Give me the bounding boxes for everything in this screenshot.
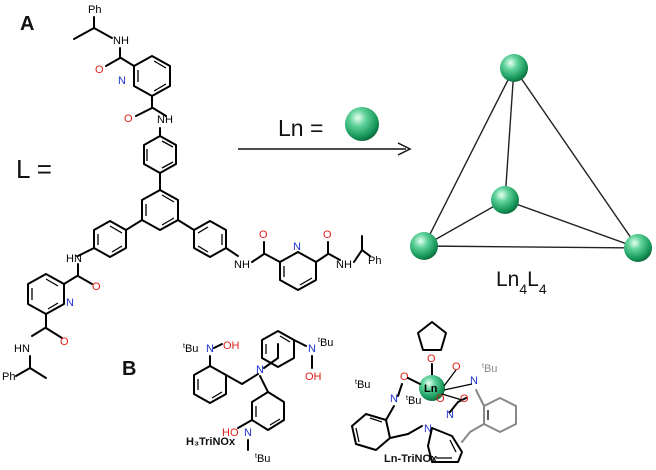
atom-o-left1: O — [92, 281, 101, 293]
c-n-center: N — [424, 423, 432, 435]
h3trinox-label: H₃TriNOx — [186, 436, 236, 448]
b-n-left: N — [206, 343, 214, 355]
c-ln-sphere — [419, 375, 445, 401]
c-n-left: N — [390, 393, 398, 405]
atom-ph-bottom: Ph — [2, 371, 15, 383]
atom-hn-bottom: HN — [14, 343, 30, 355]
reaction-arrow: Ln = — [238, 107, 412, 156]
atom-nh-right: NH — [234, 259, 250, 271]
b-tbu-bottom: tBu — [255, 453, 270, 465]
c-tbu-center: tBu — [406, 395, 421, 407]
c-o-thf: O — [427, 353, 436, 365]
atom-ph-right: Ph — [368, 255, 381, 267]
ln-trinox-label: Ln-TriNOx — [384, 453, 438, 465]
c-ln: Ln — [424, 383, 438, 395]
b-tbu-right: tBu — [318, 337, 333, 349]
sphere-left — [410, 232, 438, 260]
atom-o-left2: O — [60, 336, 69, 348]
b-n-center: N — [256, 364, 264, 376]
b-tbu-left: tBu — [183, 343, 198, 355]
lanthanide-sphere — [345, 107, 379, 141]
sphere-right — [624, 234, 652, 262]
atom-n-pyr-top: N — [118, 75, 126, 87]
atom-o-right1: O — [259, 229, 268, 241]
atom-hn-left: HN — [66, 253, 82, 265]
b-oh-right: OH — [305, 371, 322, 383]
b-ho-bottom: HO — [222, 427, 239, 439]
ln-label: Ln = — [278, 115, 323, 141]
product-label: Ln4L4 — [496, 268, 547, 297]
b-n-bottom: N — [244, 427, 252, 439]
h3trinox-structure: tBu N OH N N tBu OH HO N tBu — [183, 330, 333, 465]
ln-trinox-structure: O Ln O tBu N N tBu O N O O N tBu — [351, 321, 517, 463]
atom-nh-top: NH — [113, 35, 129, 47]
ligand-structure: Ph NH O N O NH HN O N O HN Ph — [2, 4, 381, 383]
c-o-center: O — [436, 393, 445, 405]
tetrahedron: Ln4L4 — [410, 54, 652, 297]
atom-o-top1: O — [95, 64, 104, 76]
atom-nh-right2: NH — [336, 259, 352, 271]
sphere-middle — [491, 186, 519, 214]
atom-nh-top2: NH — [157, 114, 173, 126]
c-o-right1: O — [452, 361, 461, 373]
atom-o-top2: O — [124, 113, 133, 125]
c-o-left: O — [400, 371, 409, 383]
sphere-top — [500, 54, 528, 82]
panel-b-letter: B — [122, 358, 136, 380]
atom-ph-top: Ph — [88, 4, 101, 16]
ligand-label: L = — [16, 154, 52, 184]
b-oh-left: OH — [223, 340, 240, 352]
atom-o-right2: O — [323, 229, 332, 241]
c-n-right: N — [470, 375, 478, 387]
c-o-right2: O — [460, 393, 469, 405]
atom-n-pyr-left: N — [66, 297, 74, 309]
b-n-right: N — [308, 343, 316, 355]
panel-a-letter: A — [20, 13, 34, 35]
c-tbu-left: tBu — [355, 379, 370, 391]
atom-n-pyr-right: N — [293, 241, 301, 253]
c-n-mid: N — [446, 409, 454, 421]
c-tbu-right: tBu — [482, 363, 497, 375]
